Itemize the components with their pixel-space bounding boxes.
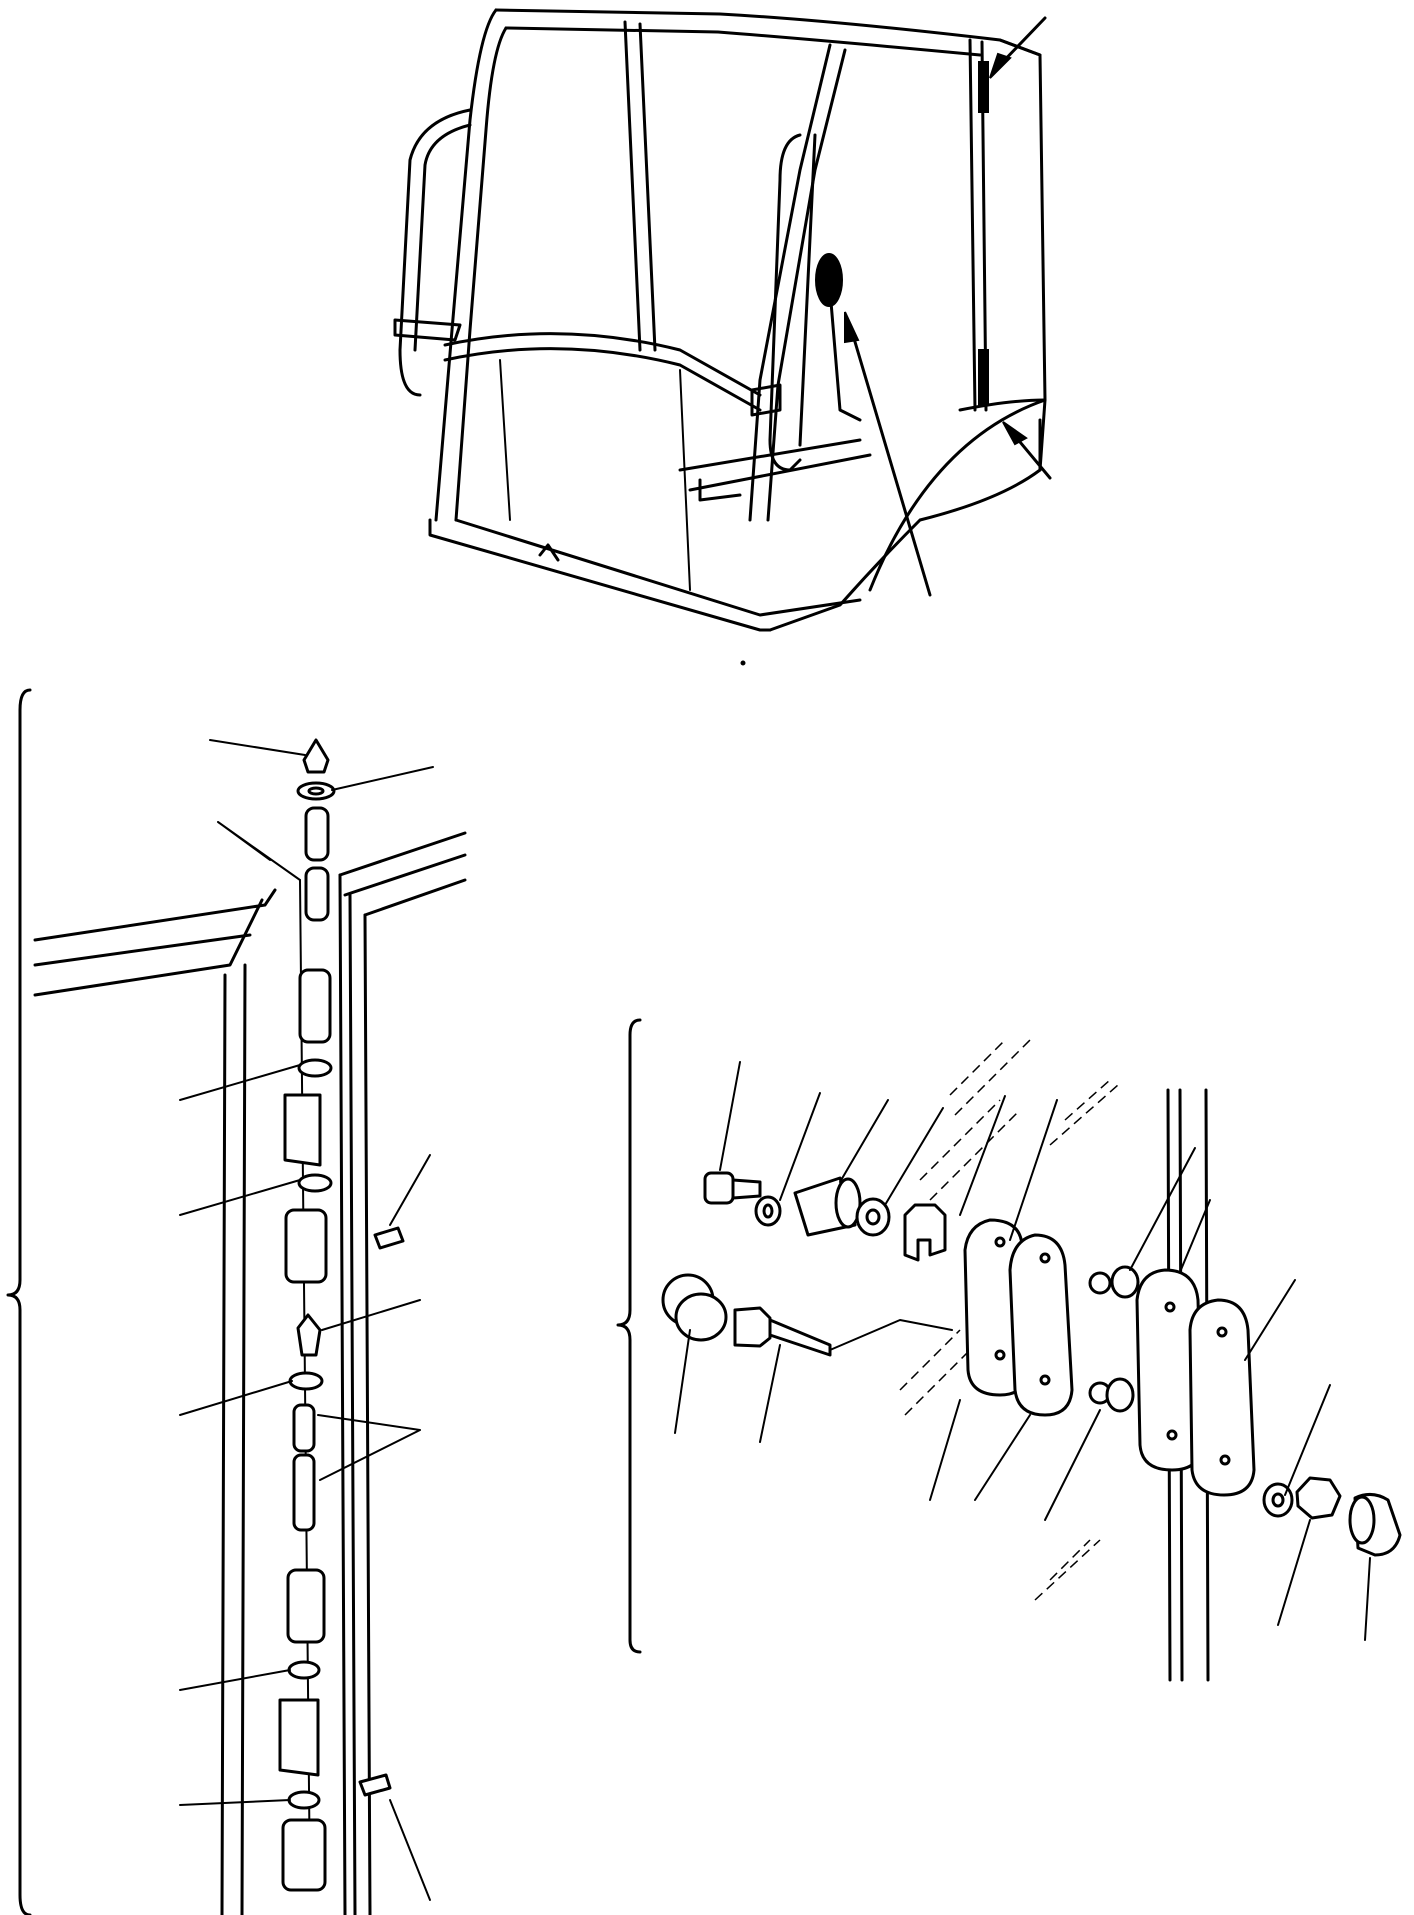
hinge-mark-lower [978,349,989,406]
arrow-latch [844,311,932,597]
arrow-upper-hinge [989,16,1047,79]
hinge-mark-upper [978,61,989,113]
door-hinge-exploded [6,688,467,1915]
arrow-lower-hinge [1002,421,1052,480]
latch-exploded [616,1018,1402,1682]
cab-overview [393,8,1052,632]
latch-mark [815,253,843,307]
